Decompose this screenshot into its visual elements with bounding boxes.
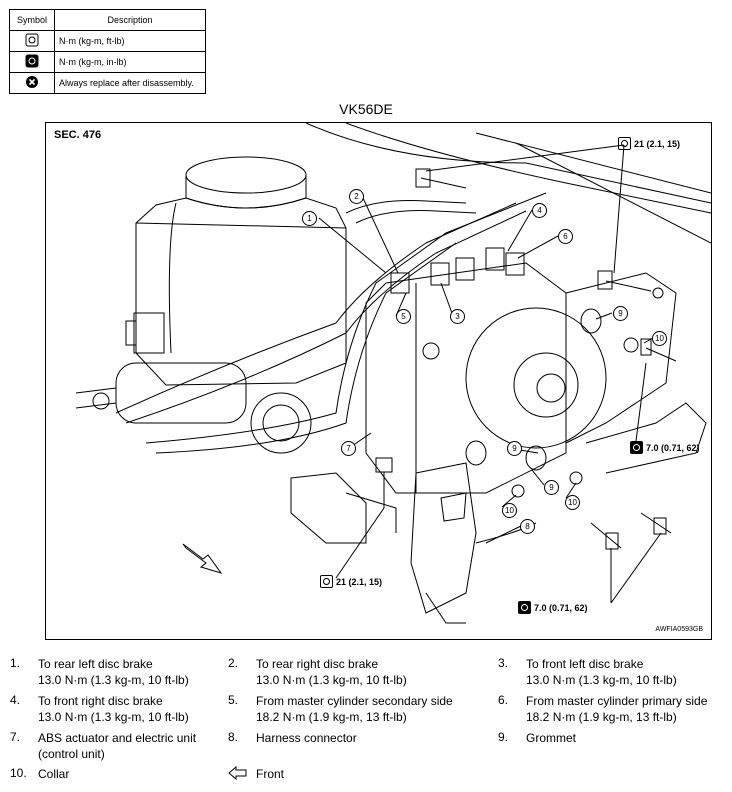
always-replace-icon [25,75,39,91]
diagram-artwork [75,123,711,624]
torque-label-bottom-right: 7.0 (0.71, 62) [518,601,588,614]
symbol-desc-3: Always replace after disassembly. [54,72,206,94]
torque-label-top-right: 21 (2.1, 15) [618,137,680,150]
symbol-desc-2: N·m (kg-m, in-lb) [54,51,206,73]
callout-4: 4 [532,203,547,218]
symbol-table: Symbol Description N·m (kg-m, ft-lb) N·m… [9,9,206,94]
callout-3: 3 [450,309,465,324]
torque-ftlb-icon [618,137,631,150]
callout-7: 7 [341,441,356,456]
callout-5: 5 [396,309,411,324]
front-arrow-icon [228,765,254,783]
section-label: SEC. 476 [54,129,102,141]
torque-label-bottom-left: 21 (2.1, 15) [320,575,382,588]
description-header: Description [54,9,206,31]
callout-10-left: 10 [502,503,517,518]
callout-1: 1 [302,211,317,226]
callout-10-right: 10 [652,331,667,346]
torque-label-right: 7.0 (0.71, 62) [630,441,700,454]
symbol-desc-1: N·m (kg-m, ft-lb) [54,30,206,52]
callout-9-left: 9 [507,441,522,456]
torque-inlb-icon [518,601,531,614]
torque-inlb-icon [630,441,643,454]
callout-8: 8 [520,519,535,534]
abs-actuator-diagram: SEC. 476 21 (2.1, 15) 7.0 (0.71, 62) 21 … [45,122,712,640]
callout-6: 6 [558,229,573,244]
callout-9-right: 9 [613,306,628,321]
callout-9-bottom: 9 [544,480,559,495]
callout-10-bottom: 10 [565,495,580,510]
callout-2: 2 [349,189,364,204]
torque-inlb-icon [25,54,39,70]
engine-label: VK56DE [339,101,393,117]
torque-ftlb-icon [320,575,333,588]
figure-code: AWFIA0593GB [655,626,703,633]
torque-ftlb-icon [25,33,39,49]
symbol-header: Symbol [9,9,55,31]
